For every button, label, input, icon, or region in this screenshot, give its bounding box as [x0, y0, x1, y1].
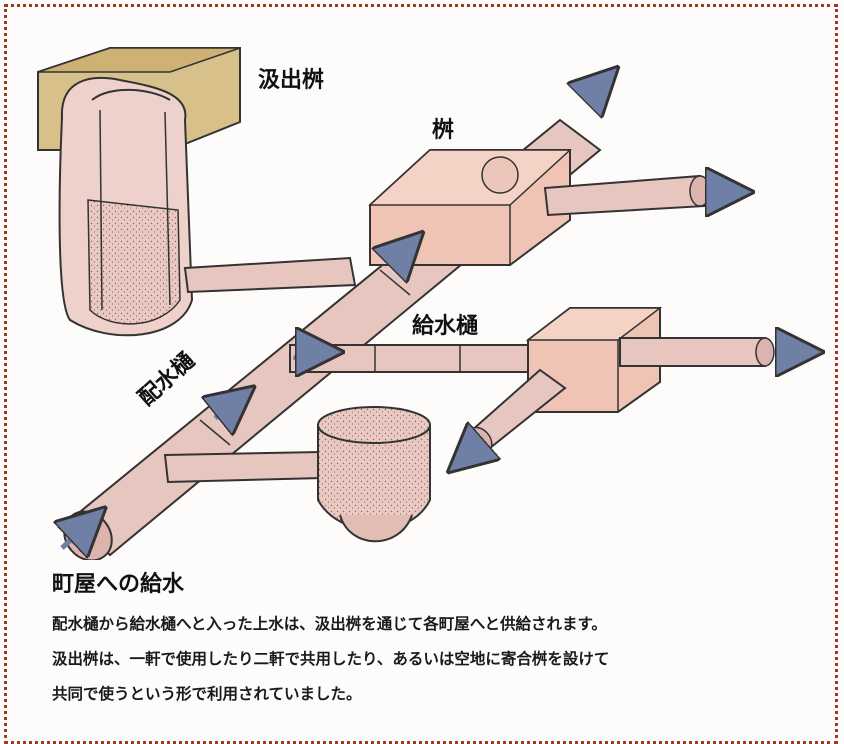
bucket-connect-pipe [163, 450, 324, 484]
arrow-top [585, 80, 605, 100]
caption-line-3: 共同で使うという形で利用されていました。 [52, 685, 362, 703]
kumidashi-masu-well [37, 47, 241, 337]
label-kumidashi-masu: 汲出桝 [258, 68, 325, 93]
water-supply-diagram [37, 47, 844, 560]
caption-line-2: 汲出桝は、一軒で使用したり二軒で共用したり、あるいは空地に寄合桝を設けて [52, 650, 610, 668]
arrow-inflow [62, 520, 92, 548]
arrow-branch [292, 350, 325, 360]
label-kyusui-toi: 給水樋 [412, 314, 479, 339]
label-masu: 桝 [432, 118, 455, 143]
arrow-main-1 [215, 398, 240, 418]
caption-line-1: 配水樋から給水樋へと入った上水は、汲出桝を通じて各町屋へと供給されます。 [52, 615, 607, 633]
caption-title: 町屋への給水 [52, 572, 185, 597]
kyusui-pipe [289, 344, 531, 373]
well-connect-pipe [183, 256, 357, 294]
arrow-lower-left [462, 446, 478, 460]
lower-outlet-pipe [467, 368, 567, 454]
flow-arrows [62, 80, 805, 548]
right-outlet-pipe [619, 337, 775, 367]
arrow-main-2 [390, 245, 410, 265]
yoriai-masu-bucket [317, 406, 431, 543]
masu-box [368, 149, 572, 266]
